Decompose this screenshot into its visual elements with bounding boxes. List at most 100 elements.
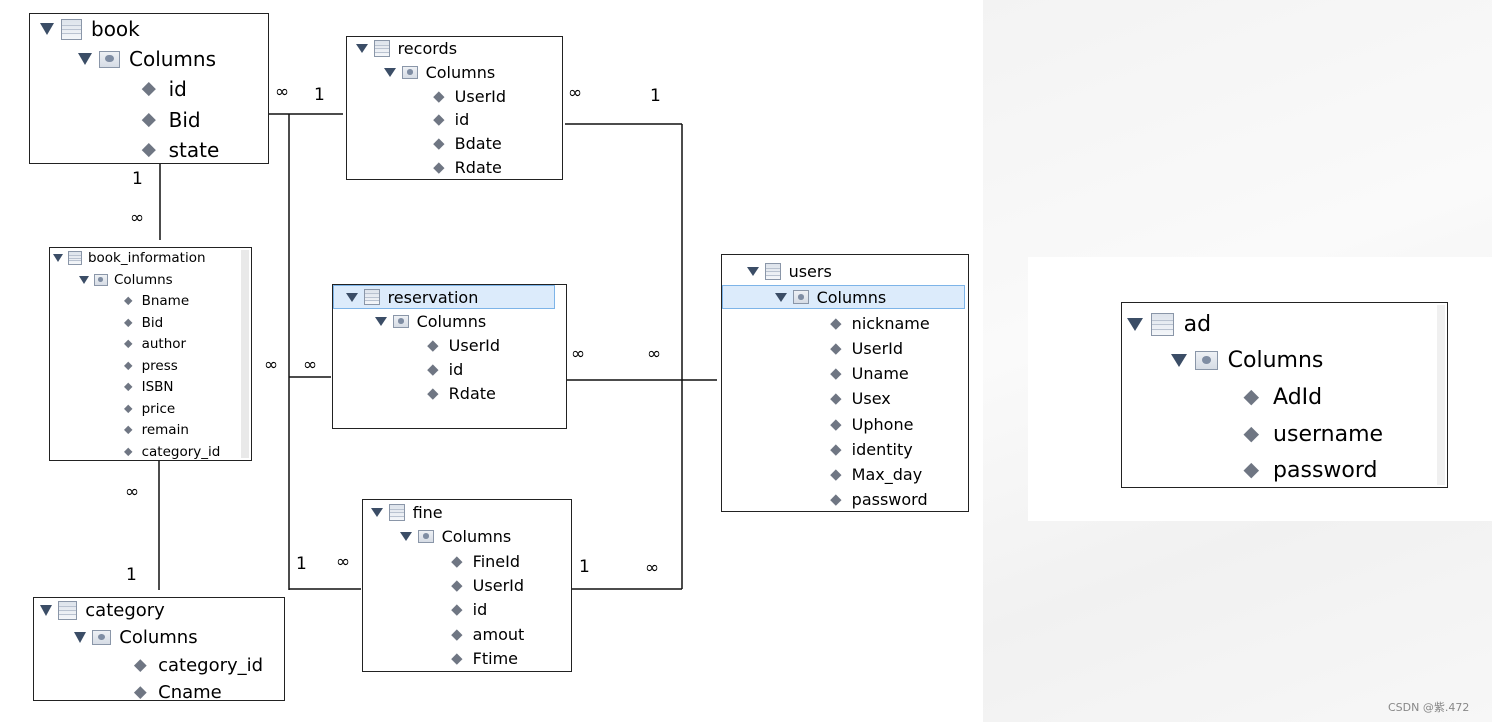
columns-folder[interactable]: Columns	[400, 527, 511, 546]
column-name: id	[168, 77, 187, 101]
table-category[interactable]: category Columns category_id Cname	[33, 597, 285, 701]
table-book[interactable]: book Columns id Bid state	[29, 13, 269, 164]
table-header[interactable]: users	[747, 262, 832, 281]
columns-label: Columns	[425, 63, 496, 82]
column-item[interactable]: author	[123, 336, 186, 352]
column-item[interactable]: UserId	[427, 336, 500, 355]
column-item[interactable]: FineId	[451, 552, 521, 571]
column-item[interactable]: nickname	[830, 314, 930, 333]
table-users[interactable]: users Columns nickname UserId Uname Usex…	[721, 254, 969, 512]
expand-triangle-icon[interactable]	[346, 292, 358, 302]
column-item[interactable]: AdId	[1243, 385, 1322, 410]
column-item[interactable]: UserId	[451, 576, 524, 595]
column-item[interactable]: username	[1243, 422, 1384, 447]
columns-label: Columns	[1227, 348, 1324, 373]
cardinality-label: ∞	[275, 82, 290, 102]
table-name: users	[788, 262, 832, 281]
column-item[interactable]: Bid	[142, 108, 201, 132]
column-item[interactable]: Uphone	[830, 415, 913, 434]
table-header[interactable]: fine	[371, 503, 443, 522]
table-header[interactable]: book	[40, 17, 140, 41]
column-item[interactable]: password	[1243, 458, 1378, 483]
table-header[interactable]: reservation	[333, 285, 555, 309]
column-name: category_id	[158, 655, 264, 676]
columns-folder[interactable]: Columns	[384, 63, 495, 82]
column-item[interactable]: UserId	[830, 339, 903, 358]
expand-triangle-icon[interactable]	[384, 68, 396, 77]
column-item[interactable]: id	[433, 110, 469, 129]
cardinality-label: 1	[579, 557, 590, 577]
folder-icon	[417, 529, 435, 544]
expand-triangle-icon[interactable]	[40, 23, 54, 35]
column-item[interactable]: id	[451, 600, 487, 619]
columns-folder[interactable]: Columns	[79, 272, 173, 288]
column-item[interactable]: Bname	[123, 293, 189, 309]
column-item[interactable]: remain	[123, 422, 189, 438]
column-item[interactable]: Rdate	[427, 384, 496, 403]
expand-triangle-icon[interactable]	[371, 508, 383, 517]
column-item[interactable]: identity	[830, 440, 913, 459]
column-item[interactable]: Usex	[830, 389, 891, 408]
column-item[interactable]: Rdate	[433, 158, 502, 177]
expand-triangle-icon[interactable]	[74, 632, 86, 643]
column-name: password	[1273, 458, 1378, 483]
expand-triangle-icon[interactable]	[400, 532, 412, 541]
expand-triangle-icon[interactable]	[375, 317, 387, 326]
column-name: amout	[472, 625, 525, 644]
column-name: Max_day	[851, 465, 923, 484]
column-item[interactable]: ISBN	[123, 379, 174, 395]
column-item[interactable]: amout	[451, 625, 525, 644]
column-item[interactable]: state	[142, 138, 219, 162]
expand-triangle-icon[interactable]	[775, 292, 787, 302]
column-item[interactable]: id	[427, 360, 464, 379]
expand-triangle-icon[interactable]	[53, 254, 63, 262]
columns-folder[interactable]: Columns	[722, 285, 965, 309]
column-name: id	[448, 360, 464, 379]
columns-folder[interactable]: Columns	[1171, 348, 1323, 373]
column-item[interactable]: Uname	[830, 364, 909, 383]
expand-triangle-icon[interactable]	[747, 267, 759, 276]
expand-triangle-icon[interactable]	[78, 53, 92, 65]
column-item[interactable]: id	[142, 77, 187, 101]
column-item[interactable]: category_id	[123, 444, 220, 460]
scrollbar[interactable]	[1437, 305, 1445, 485]
column-item[interactable]: Ftime	[451, 649, 518, 668]
expand-triangle-icon[interactable]	[356, 44, 368, 53]
expand-triangle-icon[interactable]	[1127, 318, 1143, 331]
table-name: ad	[1183, 312, 1212, 337]
table-records[interactable]: records Columns UserId id Bdate Rdate	[346, 36, 563, 180]
folder-icon	[792, 290, 810, 304]
column-item[interactable]: Bid	[123, 315, 163, 331]
table-fine[interactable]: fine Columns FineId UserId id amout Ftim…	[362, 499, 572, 672]
table-header[interactable]: book_information	[53, 250, 206, 266]
columns-folder[interactable]: Columns	[375, 312, 486, 331]
columns-folder[interactable]: Columns	[74, 627, 198, 648]
table-header[interactable]: category	[40, 600, 165, 621]
column-item[interactable]: Bdate	[433, 134, 502, 153]
column-item[interactable]: UserId	[433, 87, 506, 106]
column-item[interactable]: press	[123, 358, 178, 374]
table-header[interactable]: ad	[1127, 312, 1211, 337]
column-item[interactable]: password	[830, 490, 928, 509]
column-diamond-icon	[142, 113, 156, 127]
expand-triangle-icon[interactable]	[79, 276, 89, 284]
scrollbar[interactable]	[241, 250, 249, 458]
expand-triangle-icon[interactable]	[1171, 354, 1187, 367]
table-reservation[interactable]: reservation Columns UserId id Rdate	[332, 284, 567, 429]
folder-icon	[1194, 351, 1218, 370]
column-item[interactable]: price	[123, 401, 175, 417]
table-book-information[interactable]: book_information Columns Bname Bid autho…	[49, 247, 252, 461]
column-item[interactable]: category_id	[134, 655, 264, 676]
expand-triangle-icon[interactable]	[40, 605, 52, 616]
columns-label: Columns	[129, 47, 217, 71]
table-name: category	[85, 600, 165, 621]
table-ad[interactable]: ad Columns AdId username password	[1121, 302, 1448, 488]
column-name: Uname	[851, 364, 909, 383]
column-name: FineId	[472, 552, 521, 571]
column-name: username	[1273, 422, 1384, 447]
table-icon	[1150, 312, 1174, 337]
column-item[interactable]: Cname	[134, 682, 222, 700]
column-item[interactable]: Max_day	[830, 465, 923, 484]
table-header[interactable]: records	[356, 39, 457, 58]
columns-folder[interactable]: Columns	[78, 47, 216, 71]
